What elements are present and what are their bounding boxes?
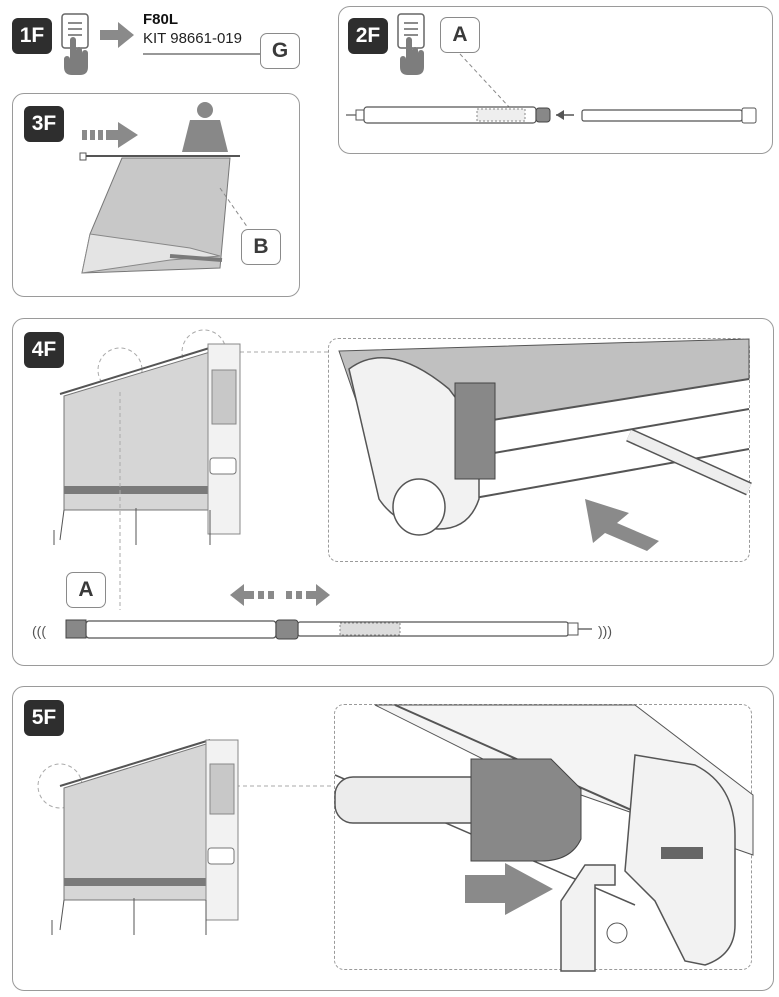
callout-a-step4: A <box>66 572 106 608</box>
step-label-1f: 1F <box>12 18 52 54</box>
zoom-detail-roller <box>328 338 752 562</box>
awning-side-view-drawing <box>53 329 328 610</box>
kit-underline <box>143 53 261 55</box>
callout-a-step2: A <box>440 17 480 53</box>
telescopic-rod-assembly-drawing <box>346 53 757 124</box>
direction-arrow <box>82 122 138 148</box>
kit-model: F80L <box>143 11 179 28</box>
callout-g: G <box>260 33 300 69</box>
rod-bracket-detail-drawing <box>334 704 754 972</box>
telescopic-rod-extended-drawing: ((( ))) <box>32 619 612 640</box>
panel-step-2f <box>338 6 773 154</box>
step-label-3f: 3F <box>24 106 64 142</box>
manual-page-icon <box>397 13 425 75</box>
zoom-detail-bracket <box>334 704 754 972</box>
callout-b: B <box>241 229 281 265</box>
awning-side-view-drawing <box>37 739 334 935</box>
step-label-4f: 4F <box>24 332 64 368</box>
manual-page-icon <box>61 13 89 75</box>
step-label-2f: 2F <box>348 18 388 54</box>
svg-text:))): ))) <box>598 623 612 639</box>
double-arrow <box>230 584 330 606</box>
person-inserting-fabric-drawing <box>79 102 249 274</box>
roller-end-cap-detail-drawing <box>338 338 752 551</box>
right-arrow-icon <box>100 22 134 48</box>
svg-text:(((: ((( <box>32 623 46 639</box>
kit-code: KIT 98661-019 <box>143 30 242 47</box>
step-label-5f: 5F <box>24 700 64 736</box>
